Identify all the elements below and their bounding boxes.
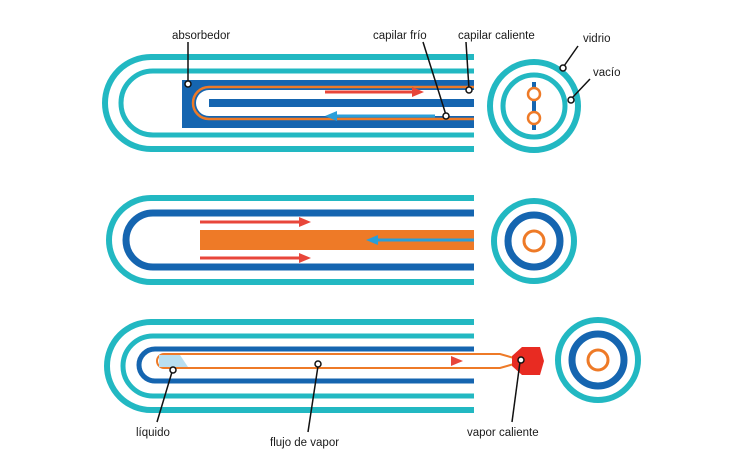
tube-row-2 <box>106 195 474 285</box>
glass-outer-tube-1 <box>102 54 474 152</box>
hot-flow-arrow <box>325 87 424 97</box>
hot-flow-arrow-top <box>200 217 311 227</box>
leader-lines <box>156 41 591 433</box>
absorber-tube-3 <box>136 346 474 384</box>
hot-vapor-bulb <box>512 347 544 375</box>
label-vidrio: vidrio <box>583 33 610 45</box>
label-vapor-caliente: vapor caliente <box>467 427 539 439</box>
label-flujo-de-vapor: flujo de vapor <box>270 437 339 449</box>
cross-section-2 <box>491 198 577 284</box>
glass-outer-tube-2 <box>106 195 474 285</box>
cold-flow-arrow <box>325 111 435 121</box>
copper-pipe-band <box>200 230 474 250</box>
capillary-center-bar <box>209 99 474 107</box>
cross-section-3 <box>555 317 641 403</box>
absorber-tube-2 <box>122 209 474 271</box>
liquid-pool <box>159 355 188 367</box>
label-absorbedor: absorbedor <box>172 30 230 42</box>
glass-inner-tube-3 <box>120 333 474 399</box>
label-capilar-caliente: capilar caliente <box>458 30 535 42</box>
glass-inner-tube-1 <box>118 68 474 138</box>
cross-section-1 <box>487 59 581 153</box>
hot-flow-arrow-bottom <box>200 253 311 263</box>
label-liquido: líquido <box>136 427 170 439</box>
glass-outer-tube-3 <box>104 319 474 413</box>
tube-row-1 <box>102 54 474 152</box>
capillary-loop <box>191 85 474 121</box>
label-capilar-frio: capilar frío <box>373 30 427 42</box>
tube-row-3 <box>104 319 544 413</box>
cold-return-arrow <box>366 235 474 245</box>
label-vacio: vacío <box>593 67 621 79</box>
vapor-flow-arrow <box>212 356 463 366</box>
